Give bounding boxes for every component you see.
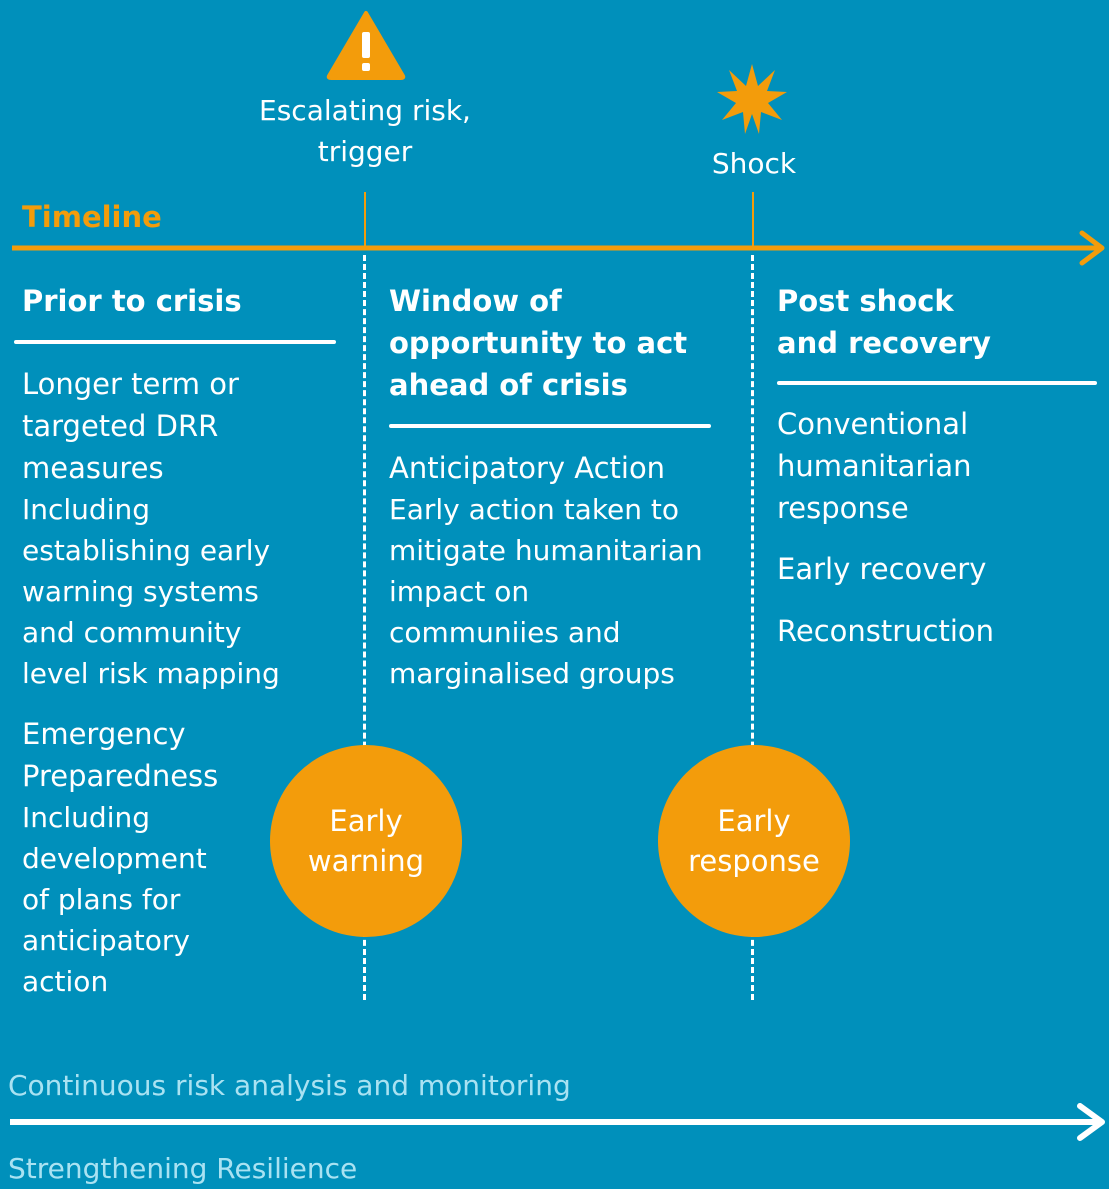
early-warning-circle: Early warning [270, 745, 462, 937]
preparedness-block: Emergency Preparedness Including develop… [22, 713, 218, 1002]
drr-desc-5: level risk mapping [22, 657, 280, 690]
post-item1-3: response [777, 491, 909, 525]
post-item1-2: humanitarian [777, 449, 972, 483]
prep-desc-3: of plans for [22, 883, 181, 916]
prep-desc-4: anticipatory [22, 924, 190, 957]
trigger-tick [364, 192, 366, 248]
resilience-label: Strengthening Resilience [8, 1152, 358, 1185]
drr-title-1: Longer term or [22, 367, 239, 401]
aa-desc-2: mitigate humanitarian [389, 534, 703, 567]
trigger-label: Escalating risk, trigger [225, 90, 505, 172]
trigger-label-line1: Escalating risk, [259, 94, 471, 127]
aa-desc-1: Early action taken to [389, 493, 680, 526]
drr-desc-4: and community [22, 616, 242, 649]
aa-desc-3: impact on [389, 575, 530, 608]
prior-divider [14, 340, 336, 344]
trigger-divider [363, 255, 366, 1000]
post-divider [777, 381, 1097, 385]
drr-desc-3: warning systems [22, 575, 259, 608]
drr-desc-2: establishing early [22, 534, 271, 567]
drr-desc-1: Including [22, 493, 150, 526]
prep-desc-5: action [22, 965, 109, 998]
window-heading-2: opportunity to act [389, 326, 688, 360]
prior-heading: Prior to crisis [22, 284, 242, 318]
shock-tick [752, 192, 754, 248]
early-warning-line1: Early [329, 804, 403, 838]
post-item-reconstruction: Reconstruction [777, 614, 995, 648]
warning-triangle-icon [326, 11, 406, 80]
aa-desc-5: marginalised groups [389, 657, 675, 690]
window-divider [389, 424, 711, 428]
resilience-arrow [10, 1103, 1105, 1141]
monitoring-label: Continuous risk analysis and monitoring [8, 1069, 571, 1102]
prep-desc-1: Including [22, 801, 150, 834]
timeline-label: Timeline [22, 200, 162, 234]
anticipatory-block: Anticipatory Action Early action taken t… [389, 447, 703, 694]
post-item-early-recovery: Early recovery [777, 552, 987, 586]
post-heading-1: Post shock [777, 284, 954, 318]
shock-divider [751, 255, 754, 1000]
early-response-line2: response [688, 844, 820, 878]
early-response-line1: Early [717, 804, 791, 838]
post-heading-2: and recovery [777, 326, 991, 360]
window-heading-1: Window of [389, 284, 562, 318]
early-warning-line2: warning [307, 844, 425, 878]
post-heading: Post shock and recovery [777, 280, 991, 364]
window-heading-3: ahead of crisis [389, 368, 628, 402]
drr-title-3: measures [22, 451, 164, 485]
window-heading: Window of opportunity to act ahead of cr… [389, 280, 687, 406]
shock-label: Shock [711, 147, 797, 180]
drr-title-2: targeted DRR [22, 409, 219, 443]
timeline-arrow [12, 230, 1105, 266]
post-item-response: Conventional humanitarian response [777, 403, 972, 529]
trigger-label-line2: trigger [317, 135, 413, 168]
prep-desc-2: development [22, 842, 207, 875]
aa-title: Anticipatory Action [389, 451, 666, 485]
prep-title-2: Preparedness [22, 759, 219, 793]
prep-title-1: Emergency [22, 717, 186, 751]
post-item1-1: Conventional [777, 407, 969, 441]
drr-block: Longer term or targeted DRR measures Inc… [22, 363, 280, 694]
early-response-circle: Early response [658, 745, 850, 937]
shock-burst-icon [717, 64, 787, 134]
aa-desc-4: communiies and [389, 616, 621, 649]
